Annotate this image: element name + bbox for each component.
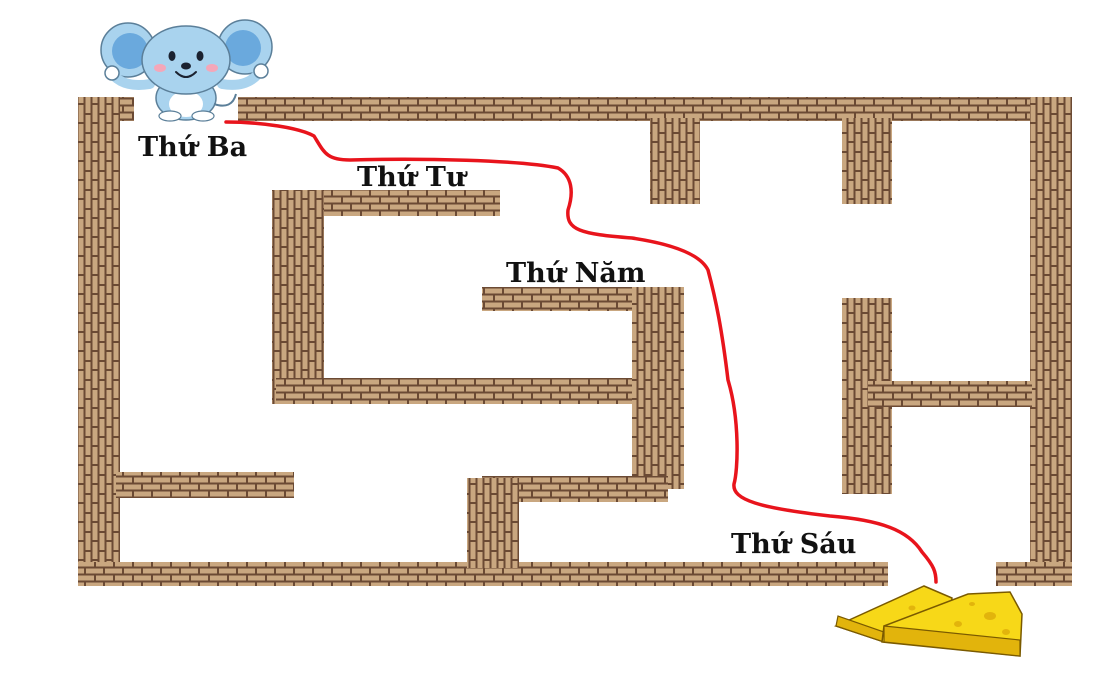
solution-path: [224, 120, 938, 584]
wall-inner-lower-horizontal: [276, 378, 668, 404]
wall-stub-top-2: [842, 118, 892, 204]
wall-mid-vertical: [632, 287, 684, 489]
label-wednesday: Thứ Tư: [357, 162, 468, 193]
maze-walls: [78, 97, 1072, 586]
label-tuesday: Thứ Ba: [138, 132, 247, 163]
label-friday: Thứ Sáu: [731, 529, 856, 560]
wall-left: [78, 97, 120, 586]
wall-left-stub: [116, 472, 294, 498]
wall-right: [1030, 97, 1072, 586]
cheese-icon[interactable]: [833, 585, 1023, 657]
mouse-icon[interactable]: [100, 19, 273, 122]
wall-top-right: [238, 97, 1072, 121]
wall-inner-left-vertical: [272, 190, 324, 404]
label-thursday: Thứ Năm: [506, 258, 646, 289]
wall-right-horizontal: [868, 381, 1032, 407]
wall-bottom-stub: [467, 478, 519, 568]
wall-bottom-right: [996, 562, 1072, 586]
wall-stub-top-1: [650, 118, 700, 204]
